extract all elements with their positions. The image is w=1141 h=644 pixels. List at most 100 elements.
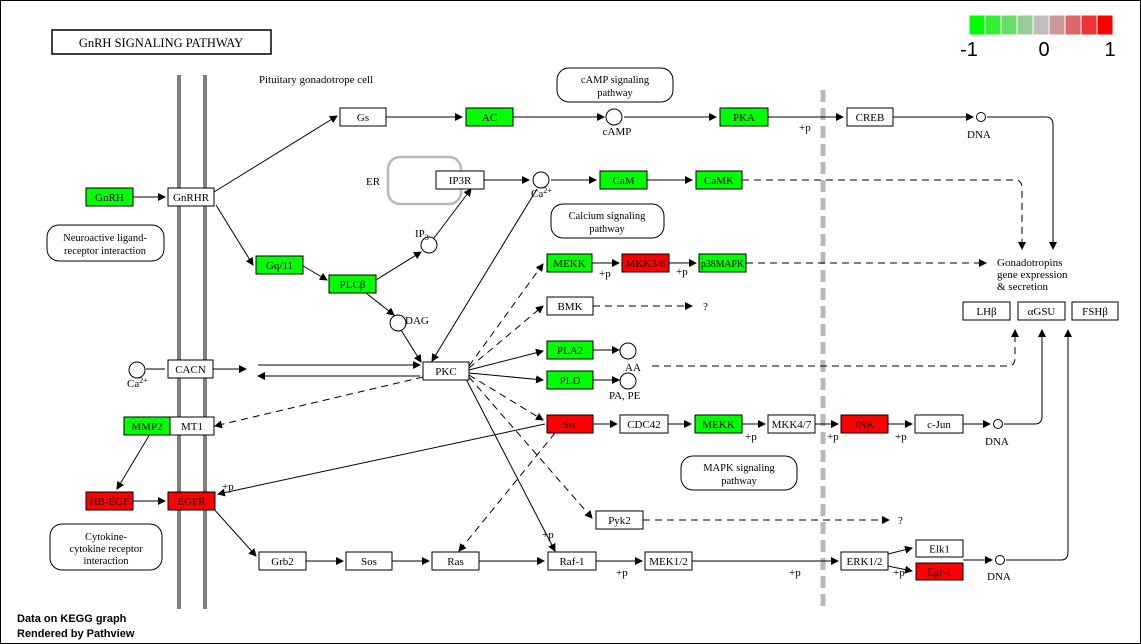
camp-compound[interactable] bbox=[605, 108, 623, 126]
unknown-pyk2: ? bbox=[898, 515, 903, 527]
gene-box-elk1 bbox=[915, 539, 964, 558]
gene-node-mekk-mid[interactable]: MEKK bbox=[694, 414, 743, 434]
neuroactive-pathway-box[interactable]: Neuroactive ligand- receptor interaction bbox=[46, 224, 165, 262]
calcium-pathway-line1: Calcium signaling bbox=[569, 211, 646, 222]
dag-label: DAG bbox=[405, 315, 429, 327]
gene-box-ip3r bbox=[435, 170, 485, 190]
dna-compound-elk1[interactable] bbox=[995, 555, 1005, 565]
gene-node-grb2[interactable]: Grb2 bbox=[258, 551, 307, 571]
gene-node-bmk[interactable]: BMK bbox=[546, 296, 594, 316]
calcium-pathway-box[interactable]: Calcium signaling pathway bbox=[550, 203, 665, 239]
gene-node-mekk-top[interactable]: MEKK bbox=[546, 253, 593, 273]
gene-node-pka[interactable]: PKA bbox=[719, 107, 769, 127]
gene-node-ip3r[interactable]: IP3R bbox=[435, 170, 485, 190]
legend-swatch bbox=[1096, 14, 1114, 36]
calcium-compound-left[interactable] bbox=[128, 361, 146, 379]
gene-box-ras bbox=[431, 551, 480, 571]
gene-node-mt1[interactable]: MT1 bbox=[169, 416, 215, 436]
gene-node-sos[interactable]: Sos bbox=[345, 551, 393, 571]
gene-box-gq11 bbox=[255, 255, 304, 275]
gene-box-pld bbox=[546, 370, 594, 390]
ip3-compound[interactable] bbox=[420, 236, 438, 254]
gene-box-hbegf bbox=[85, 491, 134, 511]
legend-min: -1 bbox=[960, 39, 978, 61]
gene-box-gnrh bbox=[85, 187, 134, 207]
pathway-title: GnRH SIGNALING PATHWAY bbox=[79, 36, 243, 50]
edge-pkc-pla2 bbox=[468, 348, 544, 371]
gene-node-pla2[interactable]: PLA2 bbox=[546, 340, 594, 360]
gene-node-gs[interactable]: Gs bbox=[339, 107, 387, 127]
gene-node-ras[interactable]: Ras bbox=[431, 551, 480, 571]
gene-node-gq11[interactable]: Gq/11 bbox=[255, 255, 304, 275]
gene-node-plcb[interactable]: PLCβ bbox=[328, 274, 377, 294]
gene-node-erk12[interactable]: ERK1/2 bbox=[840, 551, 889, 571]
gene-node-src[interactable]: Src bbox=[546, 414, 594, 434]
plus-p-mkk47: +p bbox=[827, 431, 839, 443]
gene-node-cdc42[interactable]: CDC42 bbox=[619, 414, 669, 434]
gene-node-creb[interactable]: CREB bbox=[846, 107, 894, 127]
gene-node-camk[interactable]: CaMK bbox=[695, 170, 743, 190]
gene-node-jnk[interactable]: JNK bbox=[840, 414, 889, 434]
gene-box-lhb bbox=[962, 301, 1011, 321]
dag-compound[interactable] bbox=[389, 314, 407, 332]
dna-compound-creb[interactable] bbox=[976, 112, 986, 122]
edge-pkc-src bbox=[468, 374, 544, 421]
gene-node-mkk47[interactable]: MKK4/7 bbox=[767, 414, 816, 434]
gene-node-cacn[interactable]: CACN bbox=[167, 359, 214, 379]
gene-box-mek12 bbox=[644, 551, 693, 571]
gene-box-cam bbox=[599, 170, 648, 190]
gene-box-pka bbox=[719, 107, 769, 127]
plus-p-jnk: +p bbox=[895, 431, 907, 443]
gene-label-elk1: Elk1 bbox=[929, 544, 950, 556]
gene-label-lhb: LHβ bbox=[976, 306, 997, 318]
compound-labels: cAMP ER Ca2+ IP3 DAG Ca2+ AA PA, PE DNA … bbox=[127, 126, 1068, 583]
edge-pkc-mt1 bbox=[214, 376, 424, 429]
cytokine-line3: interaction bbox=[84, 556, 130, 567]
gene-node-pkc[interactable]: PKC bbox=[422, 361, 470, 381]
camp-pathway-line1: cAMP signaling bbox=[581, 75, 650, 86]
gene-node-egfr[interactable]: EGFR bbox=[167, 491, 216, 511]
gene-node-lhb[interactable]: LHβ bbox=[962, 301, 1011, 321]
ca-top-label: Ca2+ bbox=[531, 186, 552, 200]
cytokine-pathway-box[interactable]: Cytokine- cytokine receptor interaction bbox=[49, 523, 163, 571]
gene-node-gnrh[interactable]: GnRH bbox=[85, 187, 134, 207]
gene-label-mkk47: MKK4/7 bbox=[772, 419, 812, 431]
gene-node-ac[interactable]: AC bbox=[465, 107, 514, 127]
edge-pkc-pld bbox=[468, 372, 544, 384]
gene-node-mmp2[interactable]: MMP2 bbox=[123, 416, 171, 436]
gene-label-pyk2: Pyk2 bbox=[608, 515, 631, 527]
gene-node-egr1[interactable]: Egr-1 bbox=[915, 562, 964, 581]
gene-label-gnrhr: GnRHR bbox=[173, 192, 210, 204]
gene-node-cjun[interactable]: c-Jun bbox=[914, 414, 964, 434]
gene-node-fshb[interactable]: FSHβ bbox=[1071, 301, 1119, 321]
camp-pathway-box[interactable]: cAMP signaling pathway bbox=[556, 67, 674, 103]
dna-label-3: DNA bbox=[987, 571, 1011, 583]
gene-node-p38[interactable]: p38MAPK bbox=[698, 253, 747, 273]
edge-erk12-egr1 bbox=[887, 565, 913, 574]
gene-label-sos: Sos bbox=[361, 556, 377, 568]
gene-label-ac: AC bbox=[482, 112, 497, 124]
gene-node-mkk36[interactable]: MKK3/6 bbox=[621, 253, 670, 273]
gene-node-elk1[interactable]: Elk1 bbox=[915, 539, 964, 558]
gene-node-gnrhr[interactable]: GnRHR bbox=[167, 187, 215, 207]
gene-box-creb bbox=[846, 107, 894, 127]
gene-node-hbegf[interactable]: HB-EGF bbox=[85, 491, 134, 511]
calcium-pathway-line2: pathway bbox=[589, 224, 625, 235]
gene-node-mek12[interactable]: MEK1/2 bbox=[644, 551, 693, 571]
gene-node-pld[interactable]: PLD bbox=[546, 370, 594, 390]
dna-compound-cjun[interactable] bbox=[993, 419, 1003, 429]
gene-node-agsu[interactable]: αGSU bbox=[1017, 301, 1066, 321]
gene-box-src bbox=[546, 414, 594, 434]
calcium-compound-top[interactable] bbox=[532, 171, 550, 189]
gene-label-mekk-top: MEKK bbox=[553, 258, 585, 270]
gene-box-plcb bbox=[328, 274, 377, 294]
edge-gnrhr-gq bbox=[215, 204, 254, 266]
gene-node-raf1[interactable]: Raf-1 bbox=[547, 551, 597, 571]
gene-node-pyk2[interactable]: Pyk2 bbox=[595, 510, 644, 530]
mapk-pathway-box[interactable]: MAPK signaling pathway bbox=[680, 455, 798, 491]
gene-label-cam: CaM bbox=[613, 175, 635, 187]
footer-line2: Rendered by Pathview bbox=[17, 628, 135, 640]
gene-node-cam[interactable]: CaM bbox=[599, 170, 648, 190]
pa-pe-compound[interactable] bbox=[619, 372, 637, 390]
aa-compound[interactable] bbox=[619, 342, 637, 360]
